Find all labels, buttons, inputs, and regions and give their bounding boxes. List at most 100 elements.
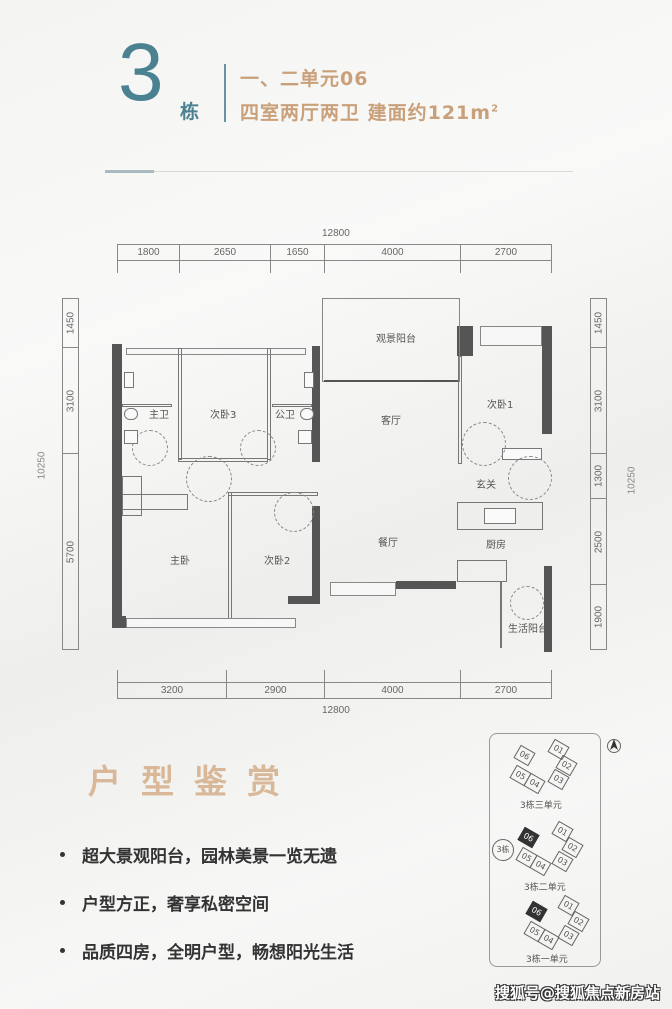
wall — [324, 380, 458, 382]
group-label: 3栋二单元 — [524, 883, 566, 893]
dim-cell: 3100 — [63, 347, 78, 453]
stove — [484, 508, 516, 524]
partition — [178, 348, 182, 460]
dim-cell: 3200 — [117, 683, 226, 698]
feature-item: 品质四房，全明户型，畅想阳光生活 — [60, 926, 354, 974]
top-dimension-bar: 1800 2650 1650 4000 2700 — [117, 244, 552, 273]
unit-tile-selected: 06 — [525, 900, 548, 923]
dim-cell: 4000 — [324, 245, 460, 260]
room-dining: 餐厅 — [378, 538, 398, 549]
door-swing — [462, 422, 506, 466]
sink-fixture — [124, 372, 134, 388]
room-living: 客厅 — [381, 416, 401, 427]
room-bedroom1: 次卧1 — [487, 400, 514, 411]
dim-cell: 1450 — [63, 298, 78, 347]
wall — [396, 581, 456, 589]
dim-cell: 4000 — [324, 683, 460, 698]
dim-cell: 2500 — [591, 498, 606, 584]
partition — [122, 404, 172, 407]
door-swing — [274, 492, 314, 532]
bullet-dot — [60, 947, 65, 953]
bullet-dot — [60, 899, 65, 905]
wall — [312, 346, 320, 462]
room-foyer: 玄关 — [476, 480, 496, 491]
group-label: 3栋一单元 — [526, 955, 568, 965]
tick-marks — [117, 261, 552, 273]
kitchen-counter — [457, 502, 543, 530]
dim-cell: 1900 — [591, 584, 606, 650]
header-rule-accent — [105, 170, 154, 173]
dim-cell: 1800 — [117, 245, 179, 260]
dim-cell: 1650 — [270, 245, 324, 260]
room-public-bath: 公卫 — [275, 410, 295, 421]
area-superscript: 2 — [491, 103, 500, 115]
toilet-fixture — [124, 408, 138, 420]
top-total-dimension: 12800 — [322, 228, 350, 239]
room-view-balcony: 观景阳台 — [376, 334, 416, 345]
header-rule — [105, 171, 573, 172]
basin-fixture — [298, 430, 312, 444]
group-label: 3栋三单元 — [520, 801, 562, 811]
building-badge: 3栋 — [492, 839, 514, 861]
dim-cell: 1450 — [591, 298, 606, 347]
door-swing — [186, 456, 232, 502]
door-swing — [240, 430, 276, 466]
wall — [312, 506, 320, 604]
partition — [500, 582, 502, 648]
dim-cell: 2900 — [226, 683, 324, 698]
kitchen-counter — [457, 560, 507, 582]
window — [330, 582, 396, 596]
toilet-fixture — [300, 408, 314, 420]
dim-cell: 2700 — [460, 245, 552, 260]
wall — [457, 326, 473, 356]
section-title: 户型鉴赏 — [88, 762, 300, 801]
window — [480, 326, 542, 346]
layout-line: 四室两厅两卫 建面约121m2 — [240, 98, 499, 125]
feature-list: 超大景观阳台，园林美景一览无遗 户型方正，奢享私密空间 品质四房，全明户型，畅想… — [60, 830, 354, 974]
bottom-total-dimension: 12800 — [322, 705, 350, 716]
sink-fixture — [304, 372, 314, 388]
wall — [288, 596, 320, 604]
dim-cell: 1300 — [591, 453, 606, 498]
building-number: 3 — [118, 27, 164, 118]
unit-tile: 06 — [513, 744, 536, 767]
room-kitchen: 厨房 — [486, 540, 506, 551]
header-divider — [224, 64, 226, 122]
door-swing — [508, 456, 552, 500]
partition — [228, 492, 318, 496]
room-bedroom3: 次卧3 — [210, 410, 237, 421]
building-suffix: 栋 — [180, 101, 200, 123]
left-total-dimension: 10250 — [36, 451, 48, 480]
floor-plan: 主卫 次卧3 公卫 观景阳台 客厅 次卧1 玄关 主卧 次卧2 餐厅 厨房 生活… — [112, 296, 556, 652]
tick-marks — [117, 670, 552, 682]
feature-item: 户型方正，奢享私密空间 — [60, 878, 354, 926]
room-master-bedroom: 主卧 — [170, 556, 190, 567]
compass-icon — [606, 736, 622, 754]
partition — [228, 492, 232, 628]
unit-tile-selected: 06 — [517, 826, 540, 849]
dim-cell: 3100 — [591, 347, 606, 453]
wardrobe — [122, 494, 188, 510]
basin-fixture — [124, 430, 138, 444]
room-bedroom2: 次卧2 — [264, 556, 291, 567]
dim-cell: 5700 — [63, 453, 78, 650]
partition — [458, 356, 462, 464]
room-master-bath: 主卫 — [149, 410, 169, 421]
right-total-dimension: 10250 — [626, 466, 638, 495]
wall — [544, 566, 552, 652]
partition — [272, 404, 312, 407]
right-dimension-bar: 1450 3100 1300 2500 1900 — [590, 298, 607, 650]
bullet-dot — [60, 851, 65, 857]
dim-cell: 2650 — [179, 245, 270, 260]
wall — [112, 344, 122, 628]
bottom-dimension-bar: 3200 2900 4000 2700 — [117, 670, 552, 699]
dim-cell: 2700 — [460, 683, 552, 698]
window — [126, 618, 296, 628]
door-swing — [132, 430, 168, 466]
door-swing — [510, 586, 544, 620]
wall — [112, 616, 126, 628]
site-map-card: 06 05 04 01 02 03 3栋三单元 3栋 06 05 04 01 0… — [489, 733, 601, 967]
watermark: 搜狐号@搜狐焦点新房站 — [494, 984, 660, 1002]
left-dimension-bar: 1450 3100 5700 — [62, 298, 79, 650]
unit-line: 一、二单元06 — [240, 68, 369, 90]
